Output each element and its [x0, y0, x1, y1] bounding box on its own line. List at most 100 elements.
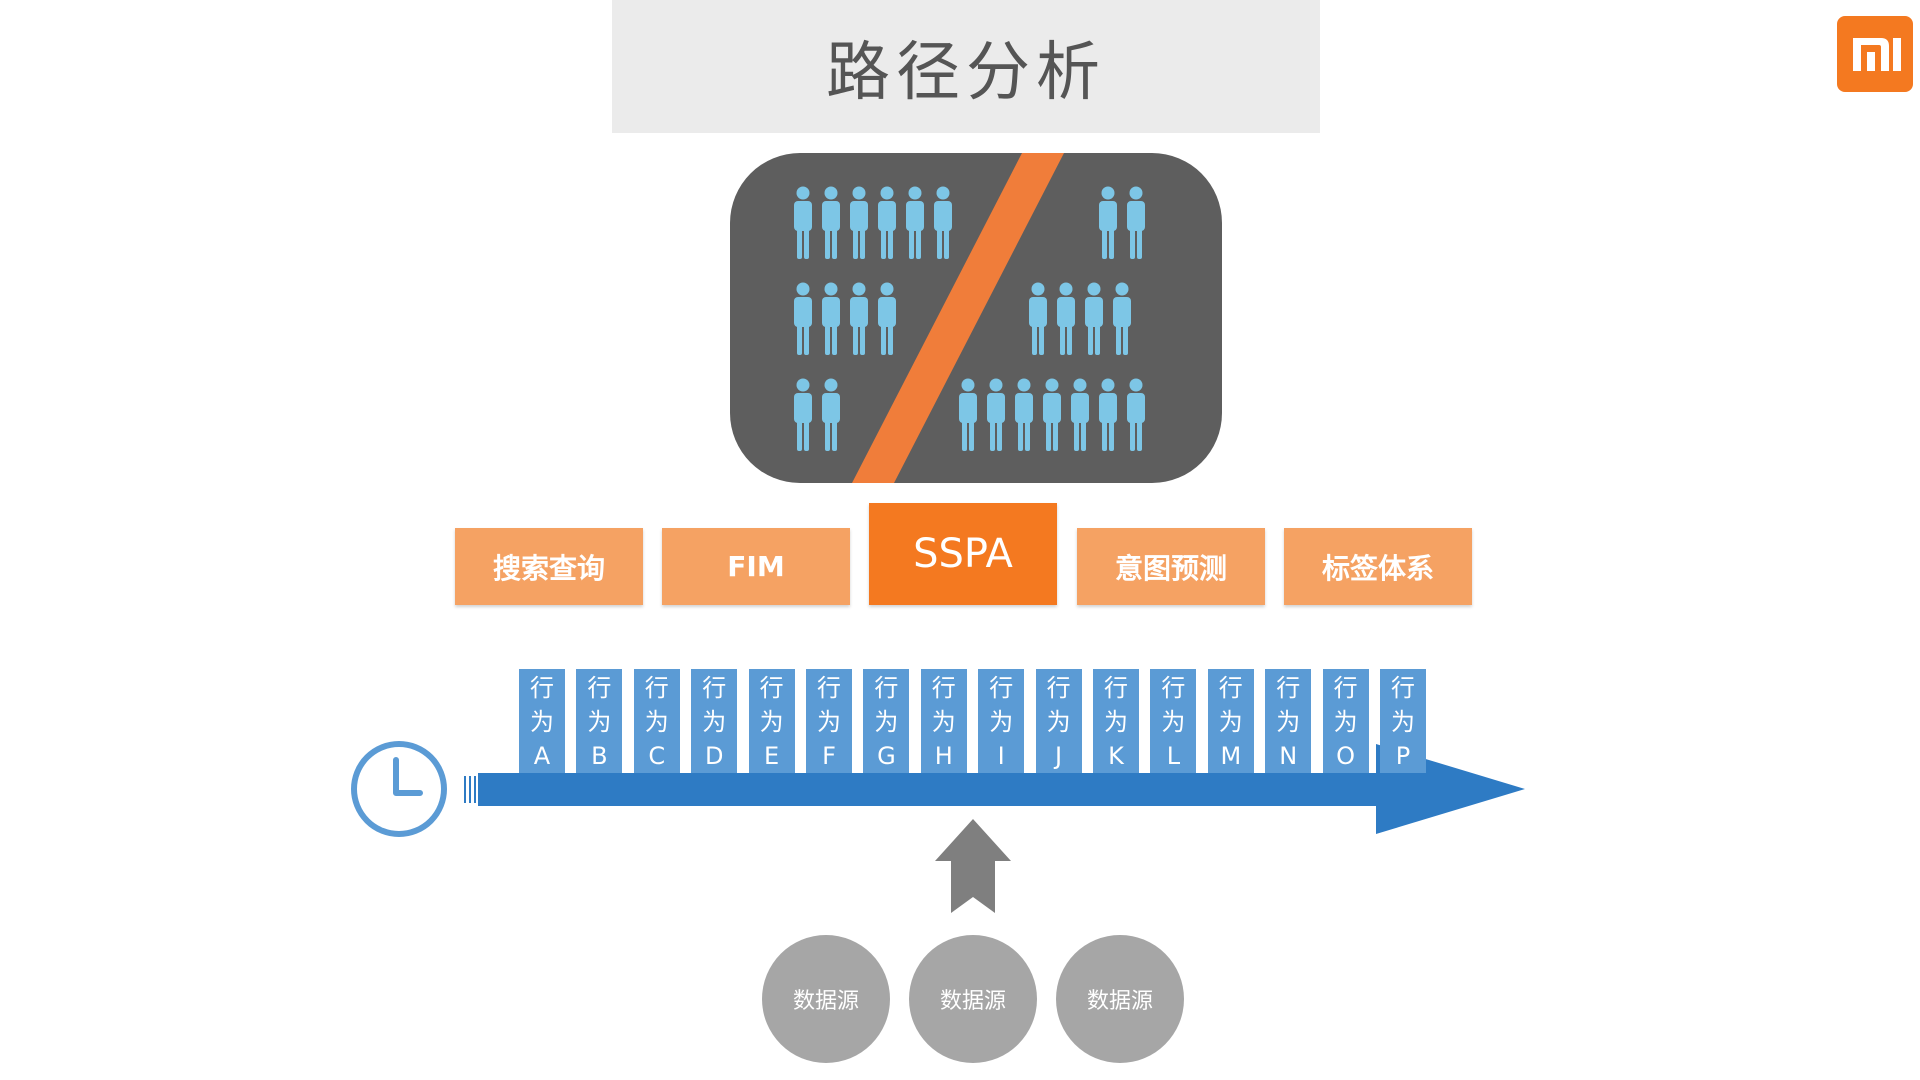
behavior-chip-line1: 行	[1218, 674, 1243, 702]
person-icon	[1099, 186, 1117, 259]
behavior-chip-letter: L	[1166, 742, 1181, 770]
person-icon	[1043, 378, 1061, 451]
behavior-chip-letter: K	[1108, 742, 1124, 770]
behavior-chip-line1: 行	[644, 674, 669, 702]
behavior-chip-letter: J	[1055, 742, 1063, 770]
behavior-chip-letter: P	[1395, 742, 1411, 770]
behavior-chip-letter: D	[704, 742, 724, 770]
behavior-chip-line2: 为	[1161, 708, 1186, 736]
mi-logo-icon	[1837, 16, 1913, 92]
behavior-chip-line2: 为	[530, 708, 554, 736]
title-bar: 路径分析	[612, 0, 1320, 133]
person-icon	[878, 282, 896, 355]
behavior-chip-line2: 为	[702, 708, 727, 736]
behavior-chip-line2: 为	[1104, 708, 1128, 736]
behavior-chip-line1: 行	[874, 674, 899, 702]
behavior-chip-letter: C	[648, 742, 666, 770]
person-icon	[822, 186, 840, 259]
behavior-chip-letter: N	[1279, 742, 1298, 770]
person-icon	[906, 186, 924, 259]
behavior-chip-letter: B	[591, 742, 608, 770]
behavior-chip-line2: 为	[1276, 708, 1301, 736]
method-box: 意图预测	[1077, 528, 1265, 605]
person-icon	[794, 378, 812, 451]
person-icon	[878, 186, 896, 259]
behavior-chip-line1: 行	[530, 674, 554, 702]
person-icon	[794, 186, 812, 259]
person-icon	[1085, 282, 1103, 355]
behavior-chip-letter: H	[934, 742, 953, 770]
behavior-chip-line2: 为	[1046, 708, 1071, 736]
behavior-chip-line1: 行	[1276, 674, 1301, 702]
person-icon	[1099, 378, 1117, 451]
person-icon	[1057, 282, 1075, 355]
behavior-chip-line1: 行	[1333, 674, 1358, 702]
person-icon	[1127, 186, 1145, 259]
person-icon	[850, 186, 868, 259]
behavior-chip-line2: 为	[587, 708, 612, 736]
behavior-chip-line2: 为	[931, 708, 956, 736]
behavior-chip-line2: 为	[644, 708, 669, 736]
behavior-chip-letter: A	[533, 742, 551, 770]
person-icon	[794, 282, 812, 355]
person-icon	[987, 378, 1005, 451]
behavior-chip-letter: I	[997, 742, 1005, 770]
behavior-chip-line2: 为	[759, 708, 784, 736]
person-icon	[1029, 282, 1047, 355]
data-source-circle: 数据源	[762, 935, 890, 1063]
behavior-chip-line1: 行	[1046, 674, 1071, 702]
crowd-panel	[730, 153, 1222, 483]
behavior-chip-line1: 行	[759, 674, 784, 702]
person-icon	[1071, 378, 1089, 451]
behavior-chip-line2: 为	[989, 708, 1014, 736]
clock-icon	[351, 741, 447, 837]
person-icon	[822, 282, 840, 355]
person-icon	[822, 378, 840, 451]
person-icon	[934, 186, 952, 259]
person-icon	[1015, 378, 1033, 451]
behavior-chip-line2: 为	[874, 708, 899, 736]
page-title: 路径分析	[826, 35, 1106, 110]
behavior-chip-letter: E	[764, 742, 780, 770]
behavior-chip-line1: 行	[1104, 674, 1128, 702]
behavior-chip-line1: 行	[989, 674, 1014, 702]
behavior-chip-letter: O	[1336, 742, 1356, 770]
person-icon	[850, 282, 868, 355]
behavior-chip-letter: G	[877, 742, 896, 770]
behavior-chip-line1: 行	[817, 674, 841, 702]
method-box: 搜索查询	[455, 528, 643, 605]
method-box: SSPA	[869, 503, 1057, 605]
behavior-chip-line2: 为	[1333, 708, 1358, 736]
behavior-chip-line2: 为	[817, 708, 841, 736]
behavior-chip-line1: 行	[587, 674, 612, 702]
person-icon	[959, 378, 977, 451]
data-source-circle: 数据源	[909, 935, 1037, 1063]
behavior-chip-letter: M	[1220, 742, 1242, 770]
behavior-chip-line2: 为	[1391, 708, 1415, 736]
method-box: FIM	[662, 528, 850, 605]
behavior-chip-line1: 行	[931, 674, 956, 702]
data-source-circle: 数据源	[1056, 935, 1184, 1063]
method-box: 标签体系	[1284, 528, 1472, 605]
behavior-chip-line2: 为	[1218, 708, 1243, 736]
person-icon	[1113, 282, 1131, 355]
behavior-chip-letter: F	[822, 742, 836, 770]
up-arrow-icon	[935, 819, 1011, 913]
behavior-chip-line1: 行	[1161, 674, 1186, 702]
behavior-chip-line1: 行	[1391, 674, 1415, 702]
behavior-chip-line1: 行	[702, 674, 727, 702]
